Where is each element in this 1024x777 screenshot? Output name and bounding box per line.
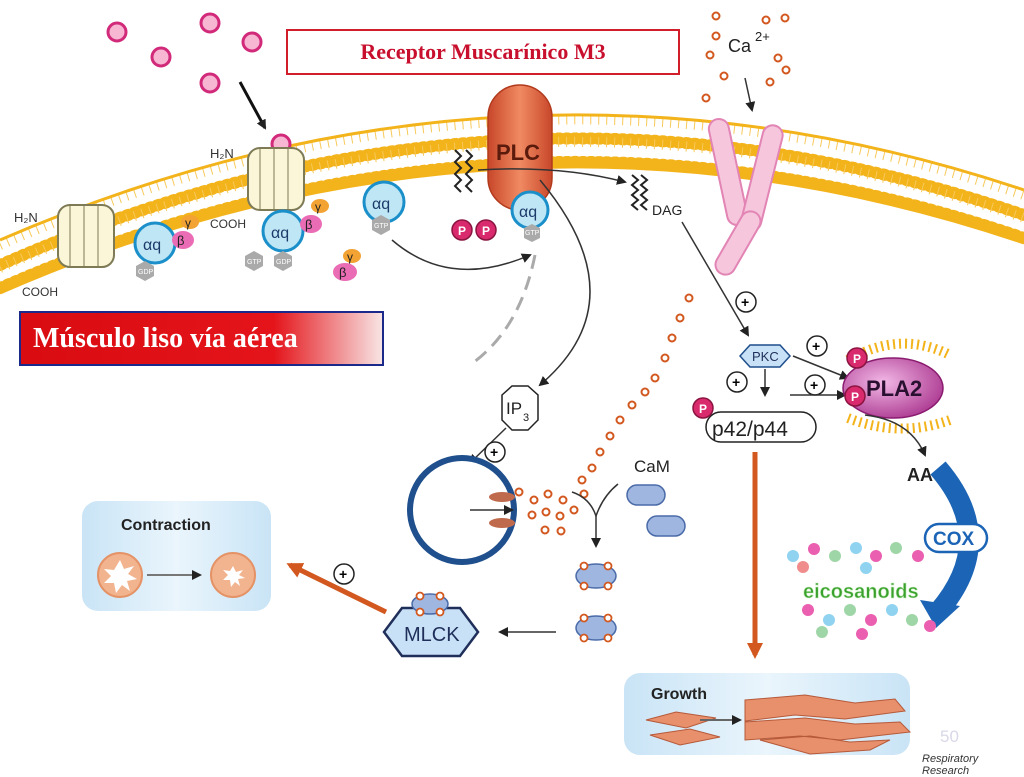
ip3-label: IP (506, 399, 522, 418)
pla2-enzyme: PLA2 P P (842, 338, 953, 434)
plc-label: PLC (496, 140, 540, 165)
pkc-enzyme: PKC (738, 344, 792, 368)
phosphate-label: P (853, 352, 861, 366)
cooh-label: COOH (22, 285, 58, 299)
p42-p44-kinase: p42/p44 P (692, 397, 817, 443)
phosphate-label: P (458, 224, 466, 238)
pkc-to-pla2-arrow (792, 355, 850, 380)
receptor-inactive-icon: H₂N COOH (14, 204, 115, 299)
cooh-label: COOH (210, 217, 246, 231)
pkc-label: PKC (752, 349, 779, 364)
p42-p44-label: p42/p44 (712, 418, 788, 441)
ip3-icon: IP 3 (501, 385, 539, 431)
pla2-label: PLA2 (866, 376, 922, 401)
growth-label: Growth (651, 686, 707, 703)
endoplasmic-reticulum-icon (407, 455, 517, 565)
ip3-subscript-label: 3 (523, 412, 529, 424)
cox-arrow-head (920, 600, 960, 628)
svg-text:+: + (339, 566, 347, 582)
phosphate-label: P (482, 224, 490, 238)
alpha-q-label: αq (372, 196, 390, 213)
alpha-q-label: αq (271, 225, 289, 242)
eicosanoids-label: eicosanoids (803, 581, 919, 603)
dag-label: DAG (652, 202, 682, 218)
ligand-binding-arrow (238, 81, 267, 130)
h2n-label: H₂N (210, 146, 234, 161)
cox-enzyme: COX (923, 522, 989, 554)
beta-label: β (339, 265, 346, 280)
gamma-label: γ (185, 216, 191, 230)
beta-label: β (305, 217, 312, 232)
svg-text:+: + (741, 294, 749, 310)
dag-to-pkc-arrow (681, 221, 750, 337)
plc-to-ip3-arrow (538, 179, 591, 387)
contraction-panel: Contraction (82, 501, 271, 611)
source-credit: Respiratory Research (922, 753, 979, 777)
growth-panel: Growth (624, 673, 912, 755)
h2n-label: H₂N (14, 210, 38, 225)
calcium-label: Ca (728, 36, 752, 56)
alpha-q-label: αq (519, 204, 537, 221)
cam-label: CaM (634, 457, 670, 476)
cox-label: COX (933, 529, 975, 550)
g-protein-complex-inactive: αq β γ GDP (133, 215, 199, 281)
beta-label: β (177, 233, 184, 248)
alpha-q-gtp: αq GTP (362, 180, 406, 235)
calcium-channel-icon (707, 117, 784, 276)
calmodulin-icon (626, 484, 686, 537)
calcium-charge-label: 2+ (755, 29, 770, 44)
contraction-label: Contraction (121, 517, 211, 534)
calcium-influx-arrow (744, 77, 756, 112)
mlck-label: MLCK (404, 624, 460, 646)
svg-text:+: + (732, 374, 740, 390)
gamma-label: γ (315, 200, 321, 214)
eicosanoid-dots (787, 542, 936, 640)
pip2-icon: P P (451, 149, 497, 241)
phosphate-label: P (851, 390, 859, 404)
alpha-q-label: αq (143, 237, 161, 254)
mlck-enzyme: MLCK (382, 591, 480, 658)
tissue-label: Músculo liso vía aérea (19, 311, 384, 366)
phosphate-label: P (699, 402, 707, 416)
plc-enzyme: PLC αq GTP (487, 84, 553, 242)
pla2-to-aa-arrow (864, 414, 927, 457)
svg-text:+: + (490, 444, 498, 460)
pip2-to-dag-arrow (477, 168, 627, 185)
svg-text:+: + (810, 377, 818, 393)
gamma-label: γ (347, 250, 353, 264)
g-protein-complex-activated: αq β γ GTP GDP (245, 199, 329, 271)
gtp-label: GTP (247, 259, 262, 266)
acetylcholine-ligands (106, 12, 292, 155)
slide-number: 50 (940, 727, 959, 746)
gdp-label: GDP (138, 269, 154, 276)
aa-label: AA (907, 465, 933, 485)
gtp-label: GTP (525, 230, 540, 237)
gdp-label: GDP (276, 259, 292, 266)
gtp-label: GTP (374, 223, 389, 230)
ca-calmodulin-complex (575, 561, 617, 643)
slide-title: Receptor Muscarínico M3 (286, 29, 680, 75)
recycle-dashed-arrow (469, 254, 537, 367)
cam-binding-arrow (571, 483, 619, 519)
plus-markers: + + + + + + (333, 291, 828, 585)
dag-icon: DAG (630, 174, 682, 218)
activation-arrow (391, 239, 532, 271)
beta-gamma-subunit: γ β (333, 249, 361, 281)
receptor-bound-icon: H₂N COOH (210, 146, 305, 231)
svg-text:+: + (812, 338, 820, 354)
mlck-to-contraction-arrow (286, 562, 388, 615)
